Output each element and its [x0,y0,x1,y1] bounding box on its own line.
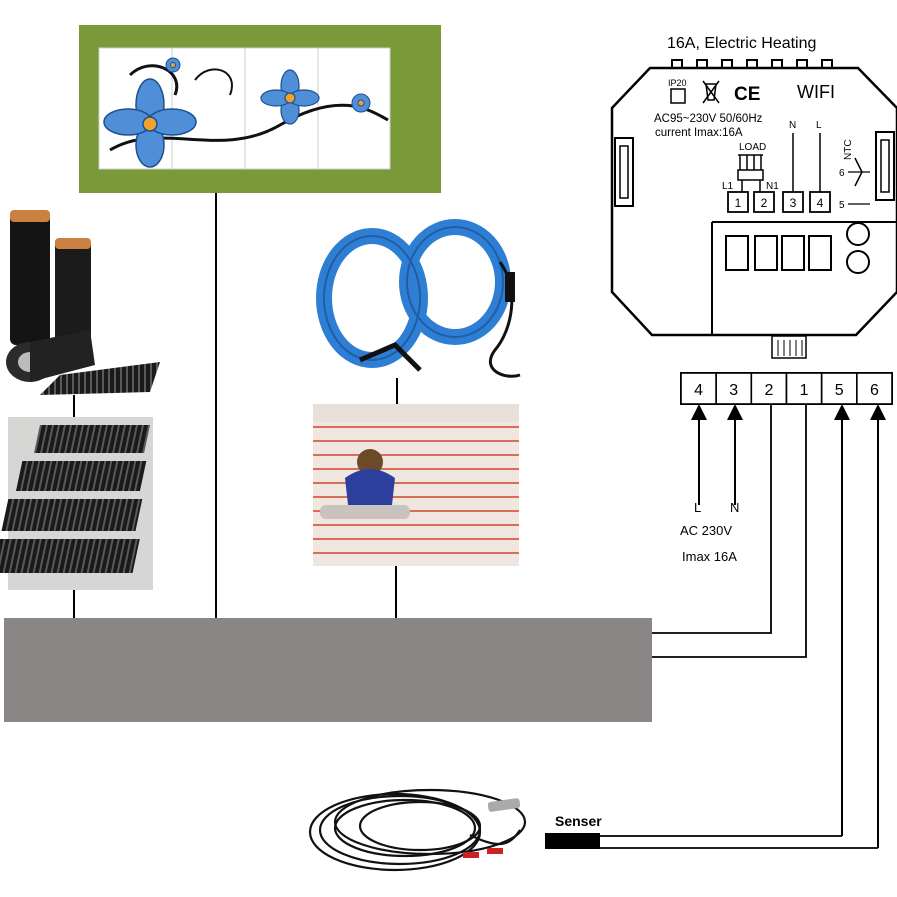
terminal-label: 5 [835,382,844,399]
svg-text:2: 2 [761,196,768,210]
terminal-6: 6 [856,372,893,405]
l-label: L [816,120,822,131]
ntc-pin-5: 5 [839,200,845,211]
supply-current-text: Imax 16A [682,549,737,564]
voltage-spec-text: AC95~230V 50/60Hz [654,113,763,125]
terminal-label: 1 [800,382,809,399]
n-label: N [789,120,796,131]
internal-terminal: 3 [782,191,804,213]
terminal-4: 4 [680,372,717,405]
trash-bin-crossed-icon [702,80,720,104]
load-wire-terminal-1 [652,404,807,658]
flower-icon [103,78,197,168]
internal-terminal-row: 1 2 3 4 [727,191,831,213]
heating-load-bar [4,618,652,722]
heating-film-rolls-image [6,210,160,395]
terminal-1: 1 [785,372,823,405]
svg-text:1: 1 [735,196,742,210]
thermostat-unit: 16A, Electric Heating IP20 CE WIFI AC95~… [610,35,897,359]
ip-rating-text: IP20 [668,78,687,88]
terminal-block: 4 3 2 1 5 6 [680,372,893,405]
svg-text:3: 3 [790,196,797,210]
flower-icon [260,69,320,125]
internal-terminal: 2 [753,191,775,213]
wall-heating-panel-image [79,25,441,193]
ce-mark-icon: CE [734,84,760,105]
sensor-label: Senser [555,813,602,829]
internal-terminal: 4 [809,191,831,213]
supply-voltage-text: AC 230V [680,523,732,538]
n1-label: N1 [766,181,779,192]
flower-icon [165,57,371,113]
terminal-3: 3 [715,372,753,405]
terminal-label: 3 [729,382,738,399]
ip20-box-icon [670,88,686,104]
load-wire-terminal-2 [652,404,772,634]
wifi-label: WIFI [797,82,835,102]
thermostat-title: 16A, Electric Heating [667,35,816,52]
svg-text:4: 4 [817,196,824,210]
l1-label: L1 [722,181,734,192]
heating-cable-coils-image [316,219,521,378]
current-spec-text: current Imax:16A [655,127,743,139]
ntc-pin-6: 6 [839,168,845,179]
temperature-sensor-image [308,788,527,872]
ntc-label: NTC [843,139,854,160]
installed-heating-film-image [0,417,153,590]
supply-l-label: L [694,500,701,515]
internal-terminal: 1 [727,191,749,213]
terminal-5: 5 [820,372,858,405]
terminal-2: 2 [750,372,788,405]
terminal-label: 2 [764,382,773,399]
supply-n-label: N [730,500,739,515]
floor-installation-image [313,404,519,566]
load-label: LOAD [739,142,766,153]
terminal-label: 4 [694,382,703,399]
terminal-label: 6 [870,382,879,399]
sensor-probe-tip [545,833,600,849]
